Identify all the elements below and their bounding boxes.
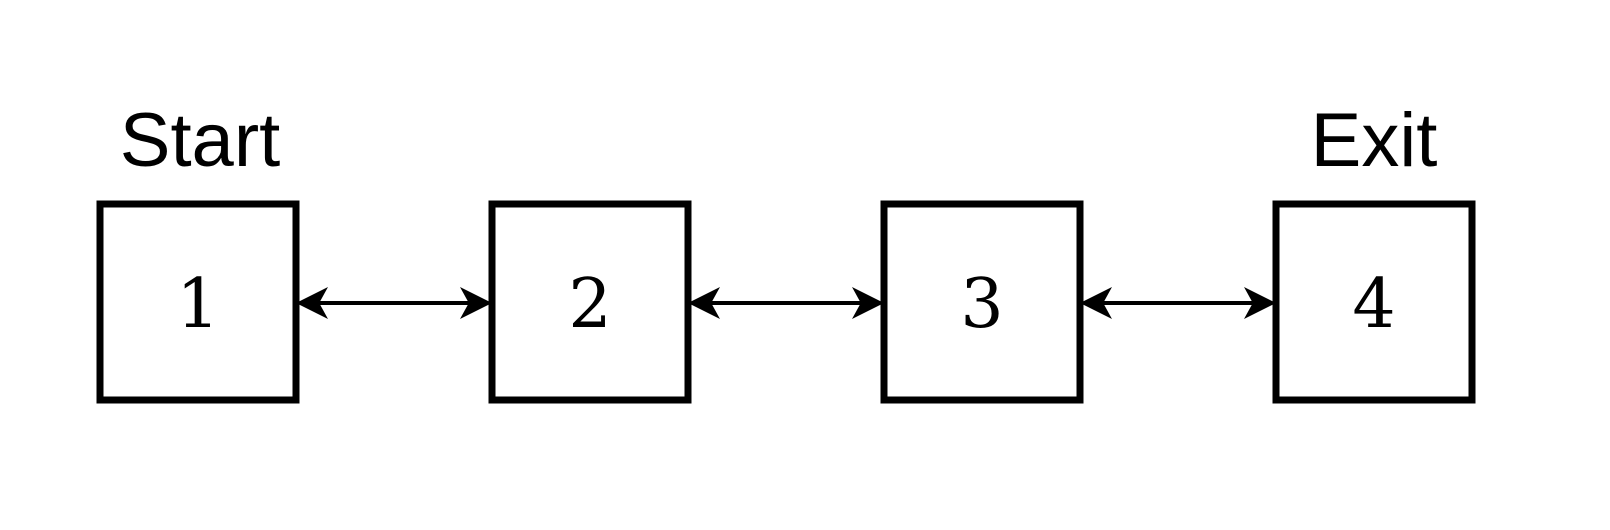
state-box-1 [96,200,300,404]
state-box-4 [1272,200,1476,404]
start-label: Start [120,98,281,183]
state-box-2 [488,200,692,404]
state-node-3: 3 [880,200,1084,404]
state-number-3: 3 [960,265,1003,344]
state-node-1: 1 [96,200,300,404]
state-number-1: 1 [176,265,219,344]
nodes-layer: 1 2 3 4 [96,200,1476,404]
state-box-3 [880,200,1084,404]
state-node-2: 2 [488,200,692,404]
state-number-2: 2 [568,265,611,344]
state-node-4: 4 [1272,200,1476,404]
exit-label: Exit [1311,98,1438,183]
state-number-4: 4 [1352,265,1395,344]
